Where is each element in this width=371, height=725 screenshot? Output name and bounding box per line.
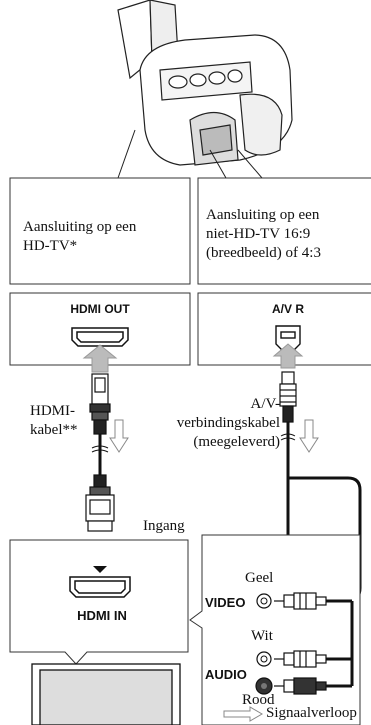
hd-tv-connection-label: Aansluiting op een HD-TV* [23,218,188,256]
hd-tv-connection-box [9,177,191,285]
hd-tv-label-line2: HD-TV* [23,238,78,254]
signal-flow-legend-arrow-icon [223,706,263,722]
hdmi-out-port-icon [71,327,129,347]
red-plug-icon [274,677,352,695]
hdmi-signal-arrow-icon [109,419,129,453]
hdmi-cable-label: HDMI- kabel** [30,402,90,440]
audio-label: AUDIO [205,667,247,682]
hdmi-out-label: HDMI OUT [70,302,130,316]
av-input-panel [189,534,361,725]
video-label: VIDEO [205,595,246,610]
input-label: Ingang [143,518,185,534]
hdmi-cable-label-line2: kabel** [30,422,78,438]
non-hd-tv-label-line1: Aansluiting op een [206,207,320,223]
television-icon [31,663,181,725]
yellow-plug-icon [274,592,352,610]
video-jack-icon [256,593,272,609]
av-signal-arrow-icon [299,419,319,453]
audio-red-jack-icon [255,677,273,695]
hd-tv-label-line1: Aansluiting op een [23,219,137,235]
non-hd-tv-label-line3: (breedbeeld) of 4:3 [206,245,321,261]
av-up-arrow-icon [272,343,304,369]
red-label: Rood [242,692,275,708]
non-hd-tv-connection-label: Aansluiting op een niet-HD-TV 16:9 (bree… [206,206,371,263]
hdmi-up-arrow-icon [82,344,118,373]
av-cable-label-line3: (meegeleverd) [193,434,280,450]
hdmi-in-panel [9,539,189,665]
signal-flow-legend-label: Signaalverloop [266,705,357,721]
yellow-label: Geel [245,570,274,586]
non-hd-tv-connection-box [197,177,371,285]
av-cable-label-line1: A/V- [250,396,280,412]
hdmi-cable-connector-bottom [85,474,115,532]
av-r-label: A/V R [271,302,304,316]
hdmi-in-label: HDMI IN [77,608,127,623]
white-plug-icon [274,650,352,668]
av-cable-connector [279,371,297,423]
non-hd-tv-label-line2: niet-HD-TV 16:9 [206,226,311,242]
camcorder-illustration [117,0,293,166]
hdmi-cable-label-line1: HDMI- [30,403,75,419]
av-cable-label-line2: verbindingskabel [176,415,280,431]
hdmi-in-port-icon [69,576,131,598]
av-cable-label: A/V- verbindingskabel (meegeleverd) [140,395,280,452]
audio-white-jack-icon [256,651,272,667]
hdmi-cable-connector-top [89,373,111,435]
white-label: Wit [251,628,273,644]
